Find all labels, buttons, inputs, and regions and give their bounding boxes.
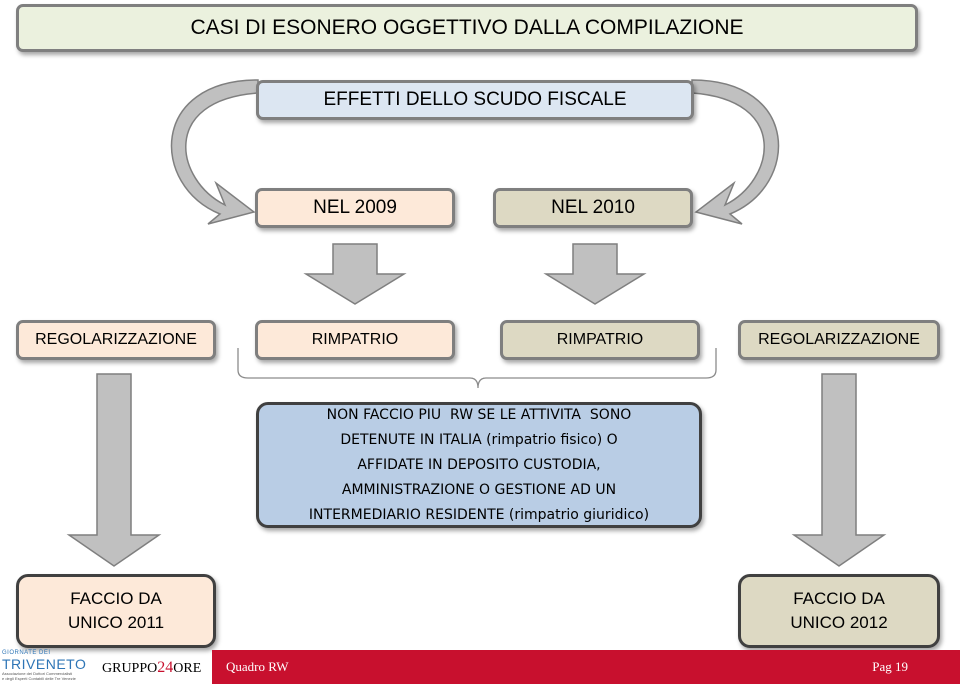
year-2009-label: NEL 2009 xyxy=(313,197,397,218)
year-2010-label: NEL 2010 xyxy=(551,197,635,218)
rimpatrio-bracket xyxy=(237,348,717,389)
triveneto-logo-main: TRIVENETO xyxy=(2,656,87,672)
rimpatrio-left-label: RIMPATRIO xyxy=(311,331,399,348)
footer-bar: Quadro RW Pag 19 xyxy=(212,650,960,684)
unico-2012-line-1: FACCIO DA xyxy=(793,589,885,608)
gruppo24ore-part1: GRUPPO xyxy=(102,661,158,676)
unico-2011-line-2: UNICO 2011 xyxy=(67,613,165,632)
regolarizzazione-right-label: REGOLARIZZAZIONE xyxy=(758,331,920,348)
curved-arrow-right xyxy=(691,79,780,225)
gruppo24ore-number: 24 xyxy=(157,659,174,676)
rimpatrio-right-box: RIMPATRIO xyxy=(500,320,700,360)
triveneto-logo-sub2: e degli Esperti Contabili delle Tre Vene… xyxy=(2,676,76,681)
down-arrow-left xyxy=(66,373,162,567)
regolarizzazione-right-box: REGOLARIZZAZIONE xyxy=(738,320,940,360)
title-box: CASI DI ESONERO OGGETTIVO DALLA COMPILAZ… xyxy=(16,4,918,52)
note-line-1: NON FACCIO PIU RW SE LE ATTIVITA SONO xyxy=(326,406,632,423)
triveneto-logo-sub1: Associazione dei Dottori Commercialisti xyxy=(2,671,73,676)
note-line-5: INTERMEDIARIO RESIDENTE (rimpatrio giuri… xyxy=(308,506,650,523)
unico-2011-box: FACCIO DA UNICO 2011 xyxy=(16,574,216,648)
rimpatrio-right-label: RIMPATRIO xyxy=(556,331,644,348)
down-arrow-2010 xyxy=(543,243,647,305)
gruppo24ore-part2: ORE xyxy=(173,661,202,676)
gruppo24ore-logo: GRUPPO24ORE xyxy=(102,659,201,677)
unico-2012-box: FACCIO DA UNICO 2012 xyxy=(738,574,940,648)
triveneto-logo: GIORNATE DEI TRIVENETO Associazione dei … xyxy=(2,650,94,684)
effetti-box: EFFETTI DELLO SCUDO FISCALE xyxy=(256,80,694,120)
year-2009-box: NEL 2009 xyxy=(255,188,455,228)
footer-page-number: Pag 19 xyxy=(872,659,908,674)
down-arrow-right xyxy=(791,373,887,567)
down-arrow-2009 xyxy=(303,243,407,305)
page-title: CASI DI ESONERO OGGETTIVO DALLA COMPILAZ… xyxy=(190,16,744,39)
curved-arrow-left xyxy=(170,79,259,225)
regolarizzazione-left-label: REGOLARIZZAZIONE xyxy=(35,331,197,348)
unico-2012-line-2: UNICO 2012 xyxy=(790,613,888,632)
note-box: NON FACCIO PIU RW SE LE ATTIVITA SONO DE… xyxy=(256,402,702,528)
regolarizzazione-left-box: REGOLARIZZAZIONE xyxy=(16,320,216,360)
footer-section-label: Quadro RW xyxy=(226,659,289,674)
note-line-3: AFFIDATE IN DEPOSITO CUSTODIA, xyxy=(357,456,601,473)
unico-2011-line-1: FACCIO DA xyxy=(70,589,162,608)
rimpatrio-left-box: RIMPATRIO xyxy=(255,320,455,360)
footer: GIORNATE DEI TRIVENETO Associazione dei … xyxy=(0,650,960,684)
note-line-4: AMMINISTRAZIONE O GESTIONE AD UN xyxy=(341,481,617,498)
year-2010-box: NEL 2010 xyxy=(493,188,693,228)
note-line-2: DETENUTE IN ITALIA (rimpatrio fisico) O xyxy=(340,431,618,448)
triveneto-logo-top: GIORNATE DEI xyxy=(2,650,51,656)
effetti-label: EFFETTI DELLO SCUDO FISCALE xyxy=(323,89,627,110)
